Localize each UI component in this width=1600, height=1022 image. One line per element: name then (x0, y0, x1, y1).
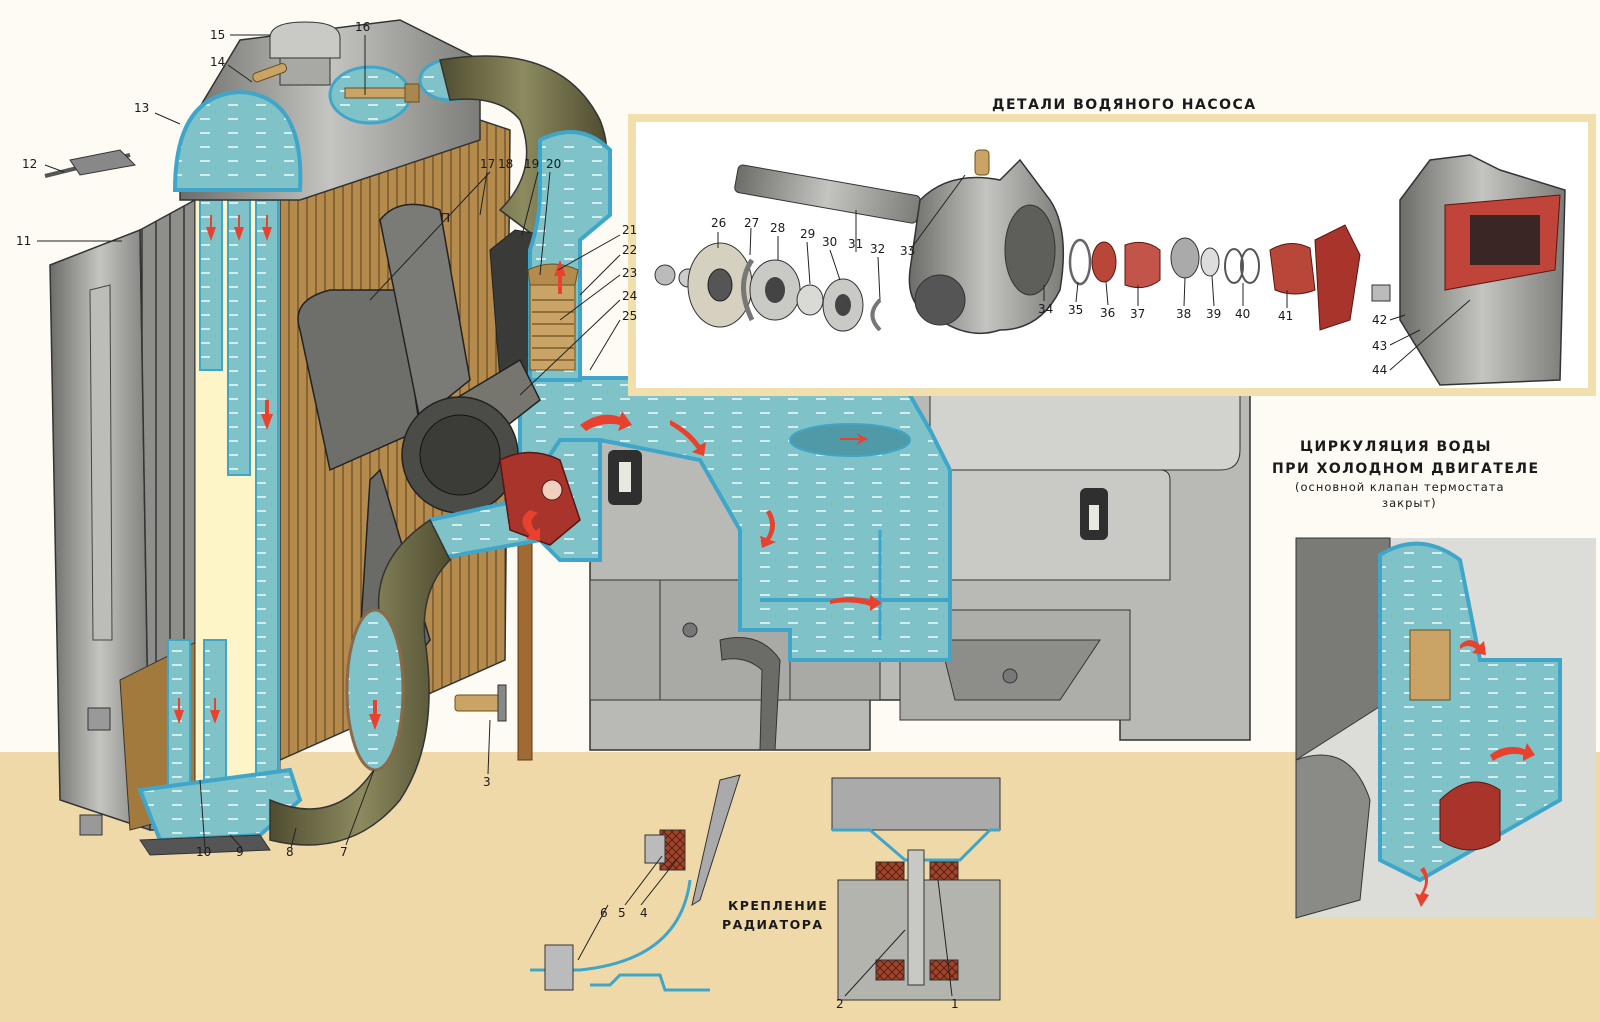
callout-42: 42 (1372, 313, 1387, 327)
spacer (796, 284, 824, 316)
callout-1: 1 (951, 997, 959, 1011)
callout-20: 20 (546, 157, 561, 171)
callout-12: 12 (22, 157, 37, 171)
temperature-sensor (344, 87, 406, 99)
overflow-tube (252, 63, 288, 83)
callout-26: 26 (711, 216, 726, 230)
seal-holder (1170, 237, 1200, 279)
thermostat (529, 274, 576, 371)
mounting-heading-line1: КРЕПЛЕНИЕ (728, 898, 828, 913)
callout-16: 16 (355, 20, 370, 34)
pump-impeller-part (1314, 224, 1361, 331)
callout-29: 29 (800, 227, 815, 241)
impeller-hub (1269, 243, 1316, 295)
bolt-icon (1002, 668, 1018, 684)
rubber-cuff (1124, 241, 1161, 289)
radiator-mounting-detail-side (530, 774, 741, 992)
callout-41: 41 (1278, 309, 1293, 323)
callout-35: 35 (1068, 303, 1083, 317)
radiator-cap (269, 21, 341, 59)
impeller-bolt (1371, 284, 1391, 302)
pump-parts-heading: ДЕТАЛИ ВОДЯНОГО НАСОСА (992, 97, 1257, 113)
seal-washer (1091, 241, 1117, 283)
callout-21: 21 (622, 223, 637, 237)
grease-fitting (974, 149, 990, 176)
callout-13: 13 (134, 101, 149, 115)
callout-33: 33 (900, 244, 915, 258)
callout-6: 6 (600, 906, 608, 920)
thermostat-housing (489, 130, 612, 382)
snap-ring (870, 298, 882, 332)
callout-44: 44 (1372, 363, 1387, 377)
pump-impeller (1439, 781, 1501, 851)
callout-25: 25 (622, 309, 637, 323)
callout-numbers: 1 2 3 4 5 6 7 8 9 10 11 12 13 14 15 16 1… (16, 20, 1387, 1011)
coolant-flow-arrows (174, 215, 882, 730)
mounting-bolt (907, 849, 925, 986)
thermostat (1409, 629, 1451, 701)
callout-39: 39 (1206, 307, 1221, 321)
callout-15: 15 (210, 28, 225, 42)
callout-5: 5 (618, 906, 626, 920)
callout-leaders (37, 34, 1471, 997)
callout-7: 7 (340, 845, 348, 859)
callout-28: 28 (770, 221, 785, 235)
lock-ring (741, 258, 755, 322)
callout-27: 27 (744, 216, 759, 230)
pump-parts-panel (628, 114, 1596, 396)
callout-34: 34 (1038, 302, 1053, 316)
block-water-jacket (518, 376, 952, 662)
cold-engine-circulation-inset (1295, 537, 1596, 919)
lower-hose-cutaway (345, 608, 405, 772)
callout-43: 43 (1372, 339, 1387, 353)
callout-23: 23 (622, 266, 637, 280)
callout-18: 18 (498, 157, 513, 171)
seal-spring (1224, 248, 1261, 284)
callout-11: 11 (16, 234, 31, 248)
circulation-note-line2: закрыт) (1382, 496, 1437, 510)
circulation-heading-line2: ПРИ ХОЛОДНОМ ДВИГАТЕЛЕ (1272, 461, 1540, 477)
water-pump-assembled (428, 438, 602, 563)
retaining-ring (1068, 238, 1092, 286)
circulation-heading-line1: ЦИРКУЛЯЦИЯ ВОДЫ (1300, 439, 1492, 455)
dipstick-tube (719, 637, 781, 751)
callout-24: 24 (622, 289, 637, 303)
top-tank-cutaway (172, 89, 303, 192)
callout-36: 36 (1100, 306, 1115, 320)
drain-cock (454, 694, 501, 712)
callout-10: 10 (196, 845, 211, 859)
callout-17: 17 (480, 157, 495, 171)
radiator-mounting-detail-section (831, 777, 1001, 1001)
callout-19: 19 (524, 157, 539, 171)
thrust-washer (1200, 247, 1220, 277)
callout-38: 38 (1176, 307, 1191, 321)
callout-8: 8 (286, 845, 294, 859)
bolt-icon (682, 622, 698, 638)
callout-2: 2 (836, 997, 844, 1011)
callout-32: 32 (870, 242, 885, 256)
callout-3: 3 (483, 775, 491, 789)
callout-4: 4 (640, 906, 648, 920)
circulation-note-line1: (основной клапан термостата (1295, 480, 1505, 494)
callout-31: 31 (848, 237, 863, 251)
callout-22: 22 (622, 243, 637, 257)
fan-blade-mark: п (440, 207, 450, 226)
callout-9: 9 (236, 845, 244, 859)
callout-40: 40 (1235, 307, 1250, 321)
pump-impeller (499, 451, 581, 546)
filler-neck (279, 54, 331, 86)
callout-14: 14 (210, 55, 225, 69)
mounting-heading-line2: РАДИАТОРА (722, 917, 824, 932)
callout-37: 37 (1130, 307, 1145, 321)
callout-30: 30 (822, 235, 837, 249)
